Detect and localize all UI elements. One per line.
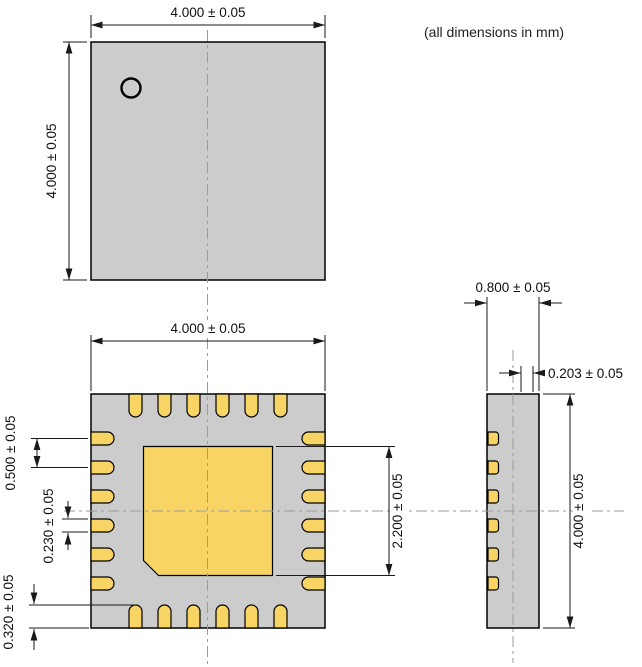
pad bbox=[273, 393, 288, 418]
label-background bbox=[392, 467, 409, 555]
side-view-pads bbox=[487, 431, 500, 591]
side-height-label: 4.000 ± 0.05 bbox=[571, 474, 586, 549]
pad bbox=[215, 604, 230, 629]
pad-width-label: 0.230 ± 0.05 bbox=[41, 489, 56, 564]
pad bbox=[487, 576, 500, 591]
pad bbox=[90, 518, 115, 533]
pad bbox=[157, 393, 172, 418]
label-background bbox=[168, 320, 248, 335]
top-view-height-label: 4.000 ± 0.05 bbox=[44, 124, 59, 199]
pad-row-bottom bbox=[128, 604, 288, 629]
bottom-view-width-label: 4.000 ± 0.05 bbox=[171, 321, 246, 336]
pad bbox=[301, 460, 326, 475]
pad bbox=[487, 460, 500, 475]
top-view-width-label: 4.000 ± 0.05 bbox=[171, 5, 246, 20]
pad bbox=[90, 547, 115, 562]
pad bbox=[90, 576, 115, 591]
dim-top-view-width: 4.000 ± 0.05 bbox=[90, 5, 326, 38]
pad bbox=[157, 604, 172, 629]
lead-thickness-label: 0.203 ± 0.05 bbox=[548, 366, 623, 381]
dim-pad-pitch: 0.500 ± 0.05 bbox=[3, 416, 88, 491]
pad bbox=[301, 518, 326, 533]
pad bbox=[90, 489, 115, 504]
pad bbox=[487, 518, 500, 533]
pad bbox=[301, 431, 326, 446]
pad-column-left bbox=[90, 431, 115, 591]
exposed-pad-label: 2.200 ± 0.05 bbox=[390, 474, 405, 549]
pad bbox=[487, 547, 500, 562]
pad bbox=[301, 576, 326, 591]
pad bbox=[128, 604, 143, 629]
pad-pitch-label: 0.500 ± 0.05 bbox=[3, 416, 18, 491]
dim-pad-length: 0.320 ± 0.05 bbox=[1, 575, 136, 650]
pad-length-label: 0.320 ± 0.05 bbox=[1, 575, 16, 650]
pad bbox=[215, 393, 230, 418]
units-note: (all dimensions in mm) bbox=[424, 24, 564, 40]
pad bbox=[186, 393, 201, 418]
pad bbox=[487, 489, 500, 504]
pad bbox=[186, 604, 201, 629]
pin1-indicator-icon bbox=[120, 77, 142, 99]
pad bbox=[301, 547, 326, 562]
dim-exposed-pad: 2.200 ± 0.05 bbox=[276, 446, 409, 576]
pad bbox=[128, 393, 143, 418]
pad bbox=[301, 489, 326, 504]
pad bbox=[244, 393, 259, 418]
pad bbox=[487, 431, 500, 446]
dim-pad-width: 0.230 ± 0.05 bbox=[41, 489, 88, 564]
pad-row-top bbox=[128, 393, 288, 418]
pad bbox=[90, 431, 115, 446]
dim-bottom-view-width: 4.000 ± 0.05 bbox=[90, 320, 326, 391]
pad bbox=[90, 460, 115, 475]
pad bbox=[244, 604, 259, 629]
exposed-pad bbox=[142, 445, 274, 577]
label-background bbox=[573, 467, 589, 555]
dim-lead-thickness: 0.203 ± 0.05 bbox=[499, 366, 623, 392]
dim-side-height: 4.000 ± 0.05 bbox=[543, 393, 589, 629]
dim-top-view-height: 4.000 ± 0.05 bbox=[44, 41, 87, 281]
pad bbox=[273, 604, 288, 629]
side-thickness-label: 0.800 ± 0.05 bbox=[476, 280, 551, 295]
pad-column-right bbox=[301, 431, 326, 591]
